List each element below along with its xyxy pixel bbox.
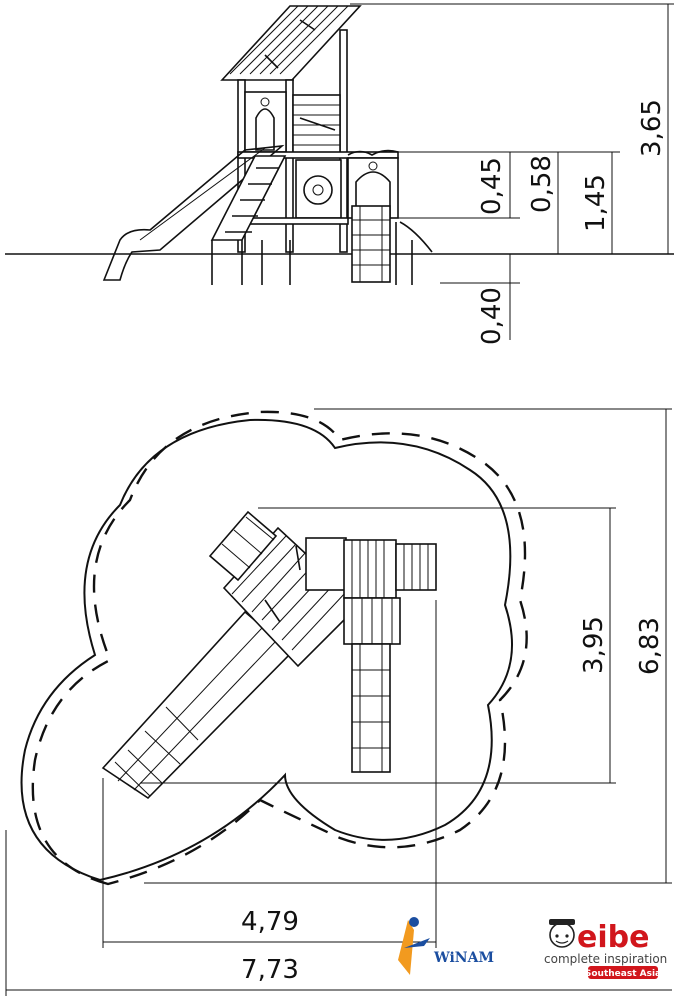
dim-foundation-depth: 0,40	[477, 287, 507, 345]
side-dimension-lines	[350, 3, 674, 340]
svg-text:4,79: 4,79	[241, 907, 299, 937]
svg-text:1,45: 1,45	[581, 174, 611, 232]
winam-wordmark: WiNAM	[433, 950, 494, 966]
roof	[220, 5, 362, 81]
side-elevation: 3,65 1,45 0,58 0,45 0,40	[5, 3, 674, 345]
svg-text:0,45: 0,45	[477, 157, 507, 215]
safety-zone-solid	[20, 418, 514, 882]
dim-inner-depth: 3,95	[579, 616, 609, 674]
dim-outer-depth: 6,83	[635, 617, 665, 675]
tower-frame	[237, 29, 399, 253]
side-ladder	[210, 155, 287, 285]
plan-platforms	[305, 537, 437, 645]
dim-platform-height: 1,45	[581, 174, 611, 232]
side-right-tower	[289, 149, 433, 285]
dim-upper-rail: 0,58	[527, 155, 557, 213]
plan-ramp	[351, 643, 391, 773]
winam-logo: WiNAM	[398, 917, 494, 975]
dim-outer-width: 7,73	[241, 955, 299, 985]
plan-view: 3,95 6,83 4,79 7,73	[5, 408, 672, 996]
svg-text:3,65: 3,65	[637, 99, 667, 157]
safety-zone-dashed	[31, 410, 528, 886]
plan-roof	[208, 510, 362, 668]
plan-slide	[101, 610, 294, 800]
svg-text:0,58: 0,58	[527, 155, 557, 213]
dim-inner-width: 4,79	[241, 907, 299, 937]
eibe-wordmark: eibe	[577, 920, 649, 955]
plan-dimension-lines	[5, 408, 672, 996]
svg-text:7,73: 7,73	[241, 955, 299, 985]
svg-text:0,40: 0,40	[477, 287, 507, 345]
eibe-tagline: complete inspiration	[544, 952, 667, 966]
svg-text:6,83: 6,83	[635, 617, 665, 675]
eibe-region-badge	[588, 966, 658, 979]
svg-text:3,95: 3,95	[579, 616, 609, 674]
dim-lower-rail: 0,45	[477, 157, 507, 215]
dim-total-height: 3,65	[637, 99, 667, 157]
eibe-region-label: Southeast Asia	[585, 969, 661, 979]
side-slide	[102, 144, 285, 281]
eibe-logo: eibe complete inspiration Southeast Asia	[544, 919, 667, 979]
